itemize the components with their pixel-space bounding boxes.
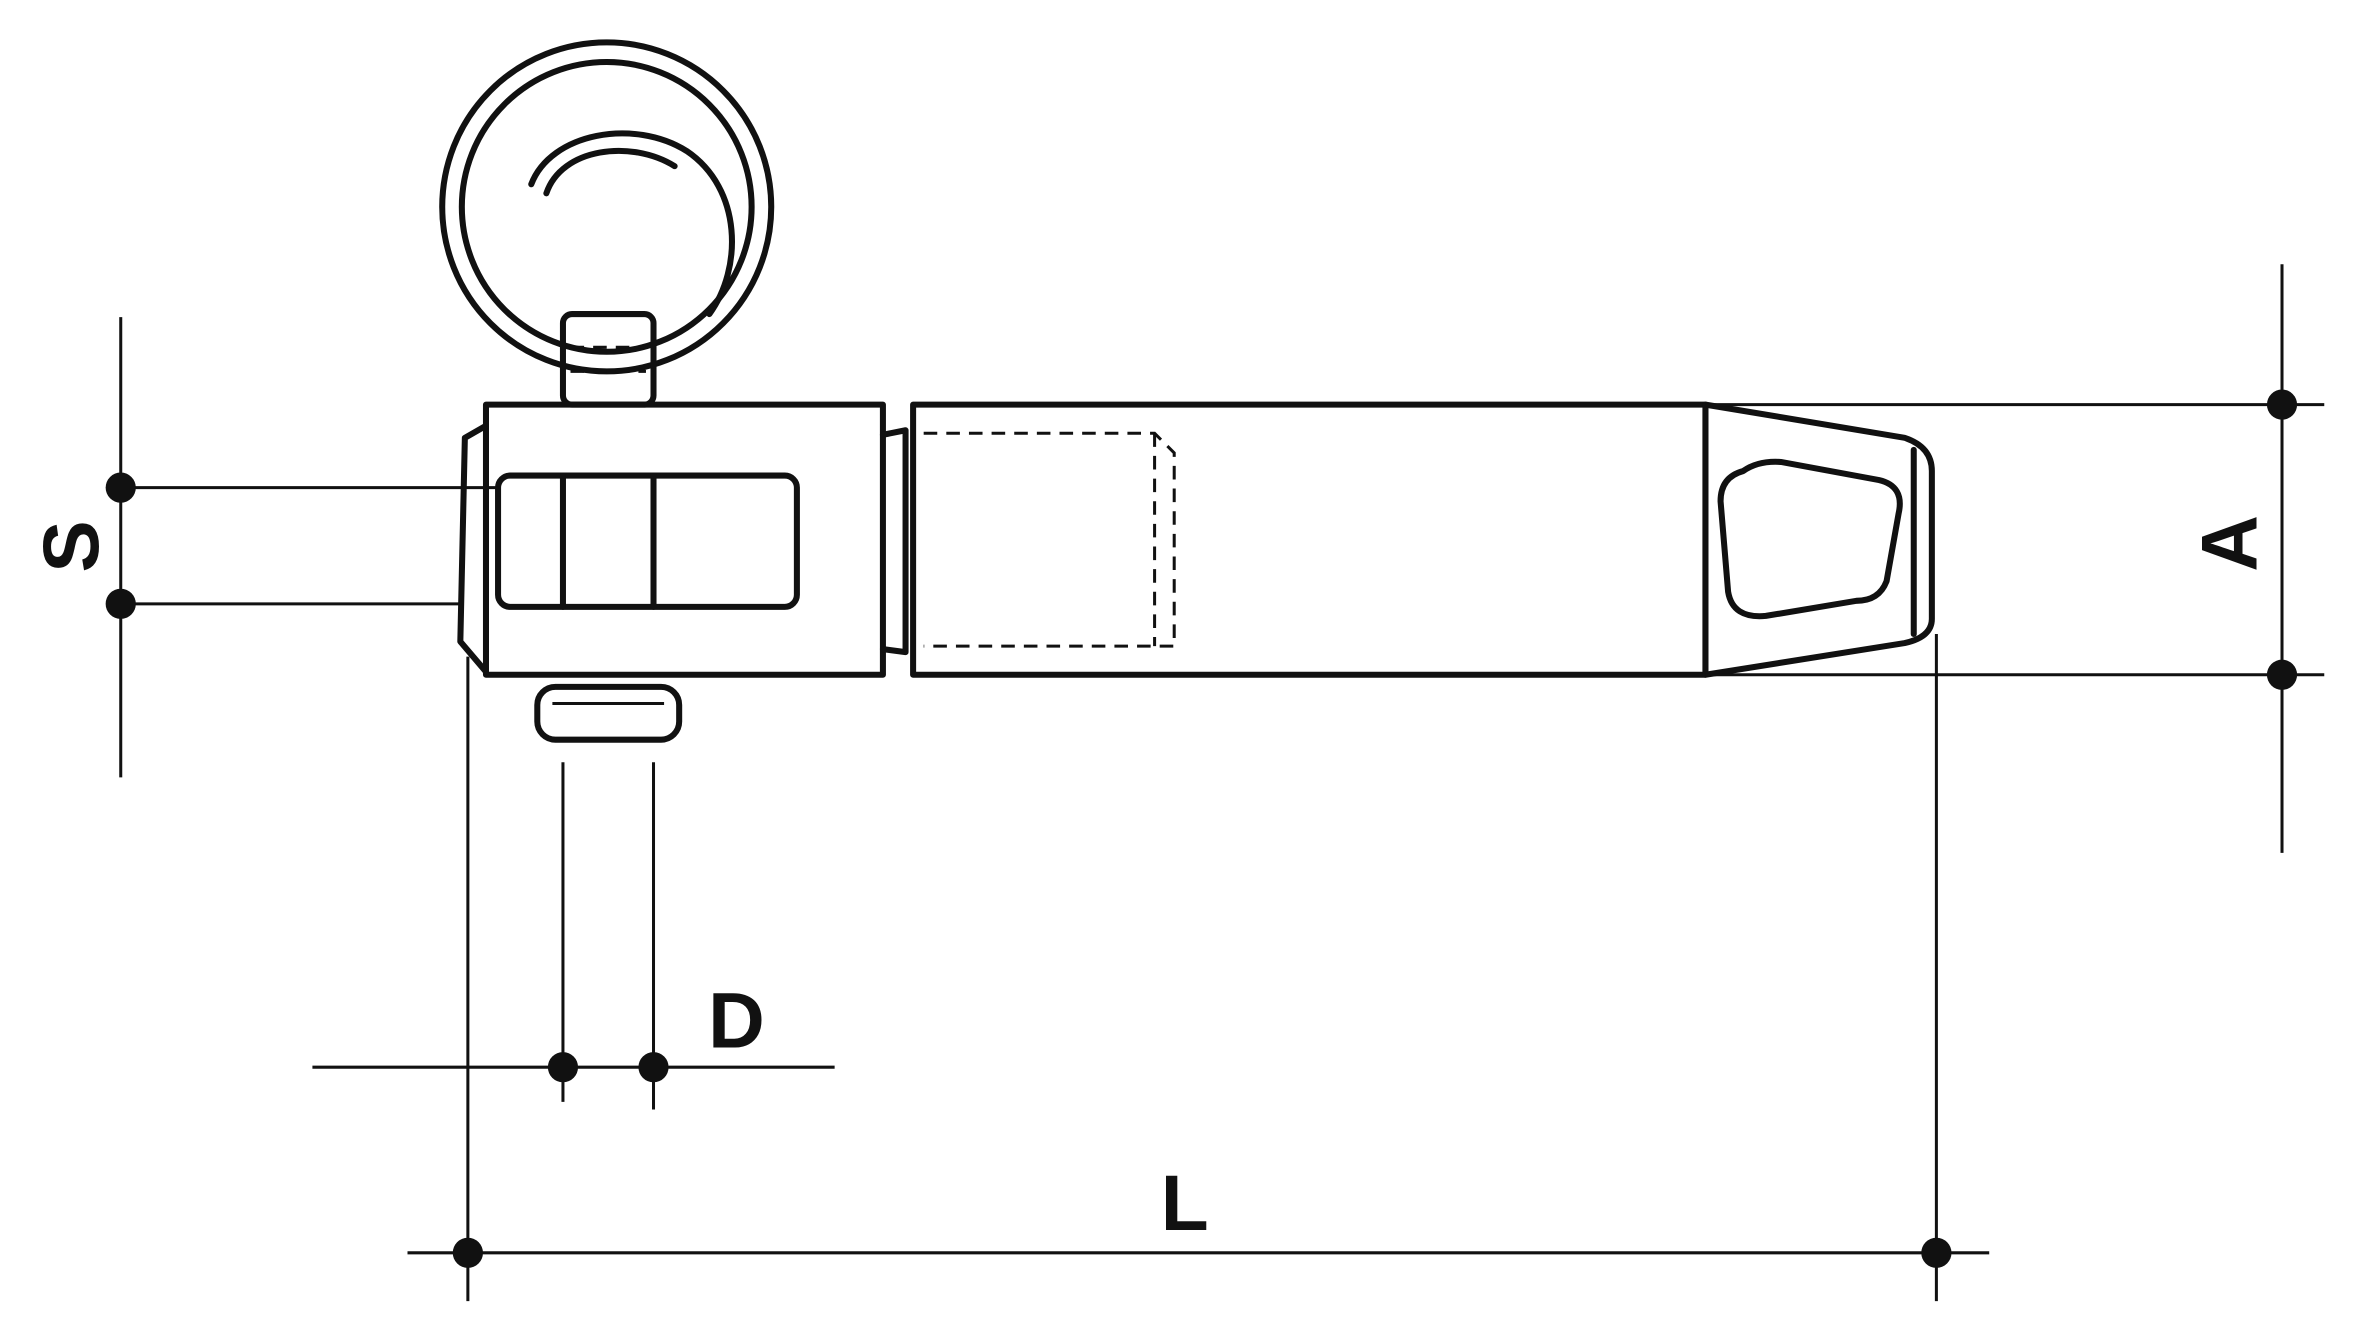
dimension-A: A — [1705, 264, 2325, 853]
clevis-fork — [457, 401, 886, 678]
dimension-L: L — [407, 634, 1990, 1302]
dimension-D: D — [312, 762, 835, 1110]
dimension-label-S: S — [27, 520, 115, 572]
dimension-label-A: A — [2185, 515, 2273, 572]
pin-head — [534, 683, 683, 743]
dimension-label-L: L — [1161, 1159, 1209, 1247]
dimension-S: S — [27, 317, 499, 778]
pin-top — [559, 311, 657, 408]
tapered-end — [1702, 401, 1935, 678]
connector-neck — [879, 427, 909, 656]
split-ring — [439, 39, 775, 375]
swage-barrel — [910, 401, 1709, 678]
dimension-label-D: D — [708, 977, 765, 1065]
